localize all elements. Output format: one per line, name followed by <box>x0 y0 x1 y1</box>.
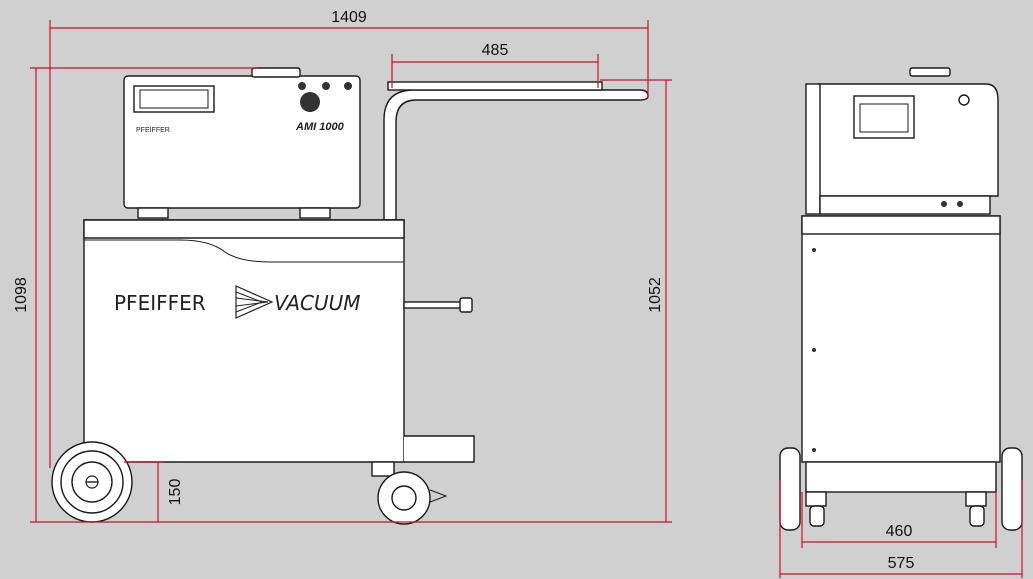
side-view: PFEIFFER AMI 1000 PFEIFFER VACUUM <box>51 67 649 525</box>
handle-tray <box>387 81 603 91</box>
fan-grille <box>300 92 320 112</box>
dim-overall-width: 575 <box>888 555 915 572</box>
front-view <box>779 67 1023 531</box>
brand-name-left: PFEIFFER <box>114 291 206 315</box>
top-latch <box>251 67 301 78</box>
cabinet-top-lid <box>83 219 405 239</box>
hose-connector <box>403 301 463 309</box>
dimension-lines <box>30 20 1023 578</box>
front-wheel-right <box>1001 447 1023 531</box>
dim-handle-width: 485 <box>482 42 509 59</box>
brand-logo-icon <box>235 285 274 319</box>
front-wheel-left <box>779 447 801 531</box>
small-brand-label: PFEIFFER <box>136 127 170 134</box>
front-castor-left <box>805 491 827 527</box>
model-label: AMI 1000 <box>295 121 345 133</box>
dim-overall-length: 1409 <box>331 9 367 26</box>
rear-wheel <box>51 441 133 523</box>
dim-ground-clearance: 150 <box>167 479 184 506</box>
foot-step <box>404 435 475 463</box>
cabinet-curve <box>84 239 404 263</box>
trolley-handle <box>383 89 649 221</box>
dim-inner-width: 460 <box>886 523 913 540</box>
main-cabinet <box>83 219 405 463</box>
front-cabinet <box>801 215 1001 463</box>
front-display <box>853 95 915 139</box>
dim-handle-height: 1052 <box>647 277 664 313</box>
dim-overall-height: 1098 <box>13 277 30 313</box>
front-castor-right <box>965 491 987 527</box>
castor-wheel <box>371 461 448 525</box>
brand-name-right: VACUUM <box>274 291 361 315</box>
